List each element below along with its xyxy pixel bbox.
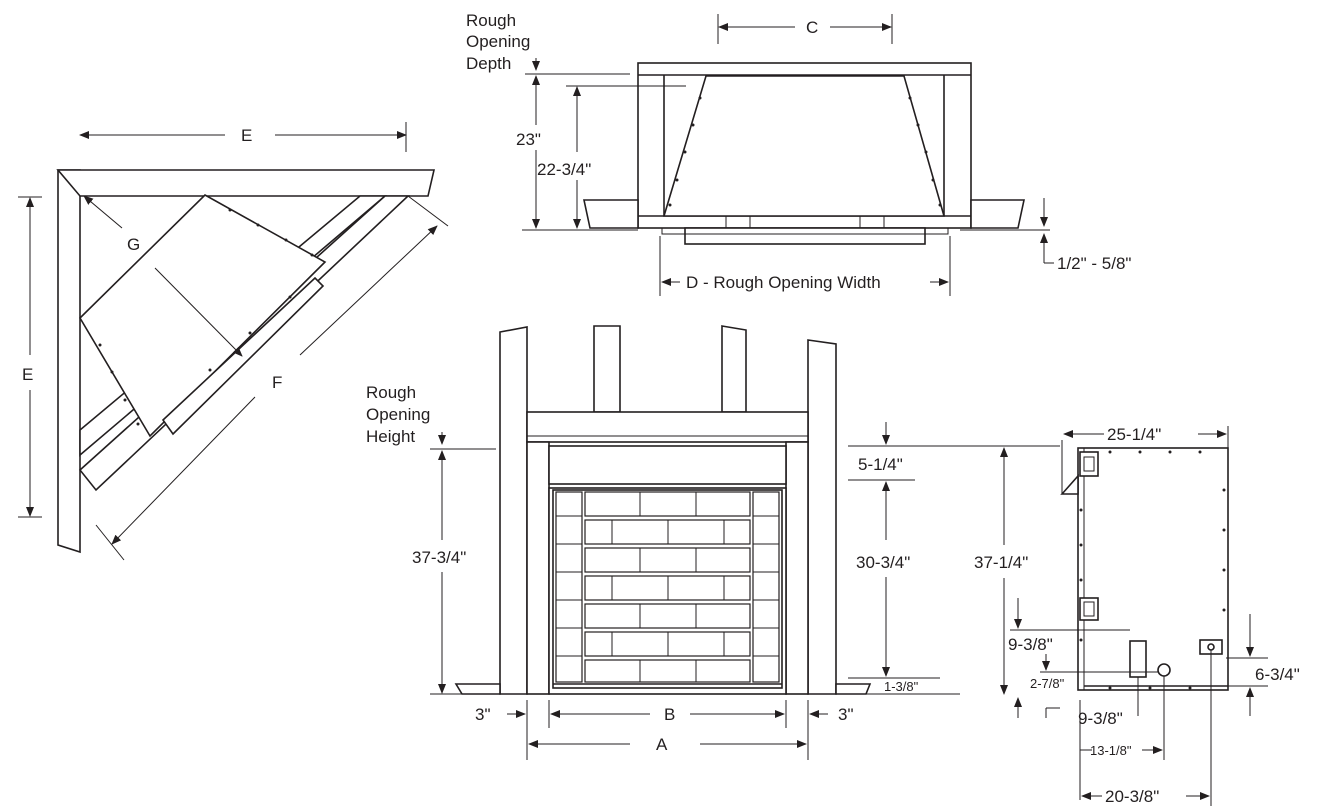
dim-a: A — [656, 735, 668, 754]
rough-opening-height-line1: Rough — [366, 383, 416, 402]
dim-3-right: 3" — [838, 705, 854, 724]
rough-opening-height-line3: Height — [366, 427, 415, 446]
dim-6-3-4: 6-3/4" — [1255, 665, 1300, 684]
dim-9-3-8-lower: 9-3/8" — [1078, 709, 1123, 728]
dim-e-side: E — [22, 365, 33, 384]
corner-rivets — [98, 208, 314, 426]
dim-c: C — [806, 18, 818, 37]
dim-2-7-8: 2-7/8" — [1030, 676, 1065, 691]
dim-3-left: 3" — [475, 705, 491, 724]
dim-5-1-4: 5-1/4" — [858, 455, 903, 474]
rough-opening-height-line2: Opening — [366, 405, 430, 424]
dim-13-1-8: 13-1/8" — [1090, 743, 1132, 758]
dim-20-3-8: 20-3/8" — [1105, 787, 1159, 806]
dim-23: 23" — [516, 130, 541, 149]
corner-view: E E F G — [18, 122, 449, 561]
side-rivets — [1079, 450, 1226, 690]
rough-opening-depth-line2: Opening — [466, 32, 530, 51]
firebox-bricks — [555, 491, 780, 683]
rough-opening-depth-line3: Depth — [466, 54, 511, 73]
rough-opening-depth-line1: Rough — [466, 11, 516, 30]
side-view: 25-1/4" 37-1/4" 9-3/8" 2-7/8" 9-3/8" 13-… — [974, 425, 1300, 806]
dim-b: B — [664, 705, 675, 724]
dim-half-5-8: 1/2" - 5/8" — [1057, 254, 1131, 273]
dim-9-3-8-upper: 9-3/8" — [1008, 635, 1053, 654]
dim-d: D - Rough Opening Width — [686, 273, 881, 292]
dim-25-1-4: 25-1/4" — [1107, 425, 1161, 444]
front-view: Rough Opening Height 37-3/4" 3" B 3" A 5… — [366, 325, 1060, 760]
dim-e-top: E — [241, 126, 252, 145]
dim-37-3-4: 37-3/4" — [412, 548, 466, 567]
dim-f: F — [272, 373, 282, 392]
top-rivets — [668, 96, 942, 207]
dim-22-3-4: 22-3/4" — [537, 160, 591, 179]
top-view: Rough Opening Depth C 23" 22-3/4" D - Ro… — [466, 11, 1131, 296]
dim-1-3-8: 1-3/8" — [884, 679, 919, 694]
dim-37-1-4: 37-1/4" — [974, 553, 1028, 572]
dim-30-3-4: 30-3/4" — [856, 553, 910, 572]
dim-g: G — [127, 235, 140, 254]
